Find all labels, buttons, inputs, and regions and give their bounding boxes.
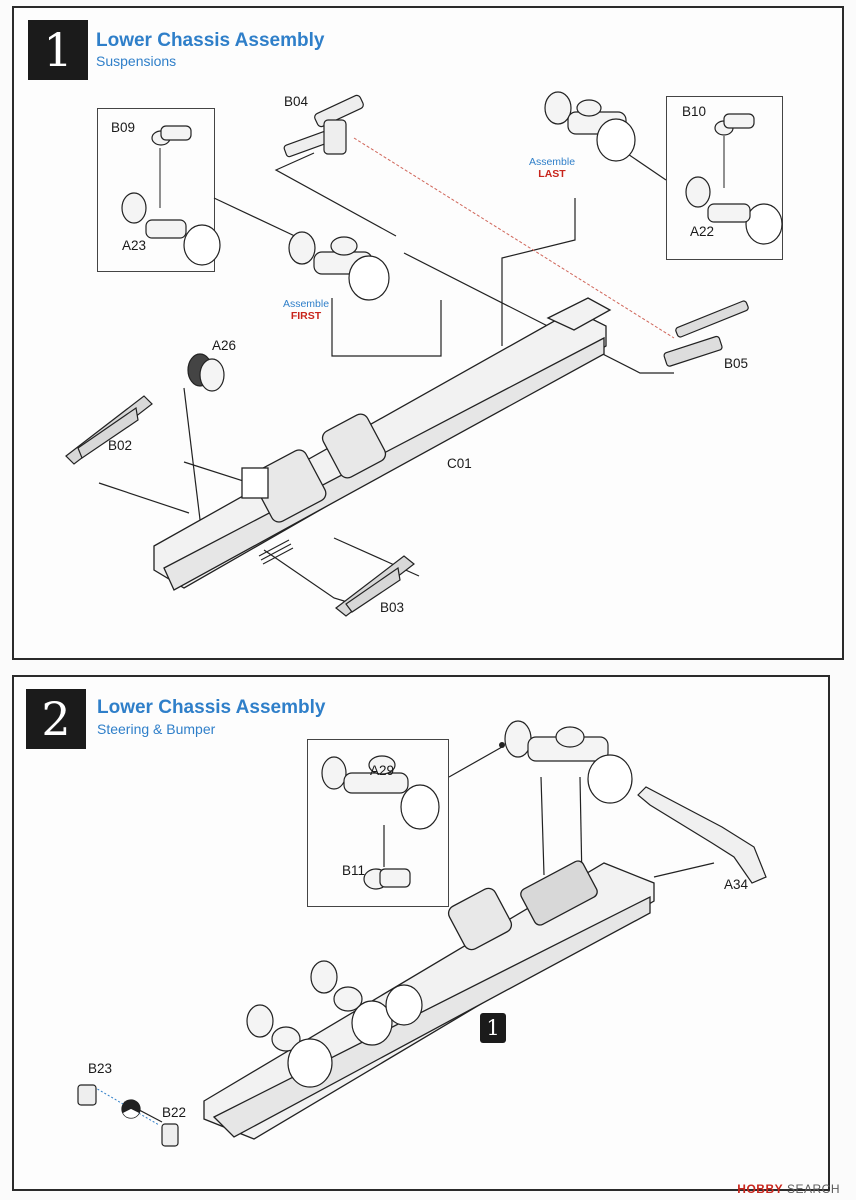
- part-label-b09: B09: [111, 120, 136, 135]
- part-label-a22: A22: [690, 224, 715, 239]
- note-last-line2: LAST: [538, 168, 566, 180]
- part-label-c01: C01: [447, 456, 472, 471]
- part-label-b05: B05: [724, 356, 749, 371]
- note-first-line1: Assemble: [282, 298, 330, 310]
- watermark-logo: HOBBY: [737, 1182, 784, 1196]
- step-title: Lower Chassis Assembly: [97, 697, 326, 718]
- assemble-first-note: Assemble FIRST: [280, 298, 332, 322]
- part-label-b11: B11: [342, 863, 366, 878]
- part-label-a23: A23: [122, 238, 147, 253]
- part-label-b23: B23: [88, 1061, 113, 1076]
- hobby-search-watermark: HOBBY SEARCH: [737, 1182, 840, 1196]
- watermark-text: SEARCH: [786, 1182, 840, 1196]
- step-subtitle: Steering & Bumper: [97, 721, 216, 737]
- step-2-panel: 2 Lower Chassis Assembly Steering & Bump…: [12, 675, 830, 1191]
- part-label-a26: A26: [212, 338, 237, 353]
- part-label-b10: B10: [682, 104, 707, 119]
- step-number: 2: [26, 689, 86, 749]
- note-last-line1: Assemble: [528, 156, 576, 168]
- step-1-panel: 1 Lower Chassis Assembly Suspensions: [12, 6, 844, 660]
- part-label-a29: A29: [370, 763, 395, 778]
- step-title: Lower Chassis Assembly: [96, 30, 325, 51]
- part-label-b03: B03: [380, 600, 405, 615]
- step-2-diagram: [77, 720, 767, 1147]
- assemble-last-note: Assemble LAST: [526, 156, 578, 180]
- part-label-b22: B22: [162, 1105, 187, 1120]
- part-label-b04: B04: [284, 94, 309, 109]
- note-first-line2: FIRST: [290, 310, 322, 322]
- step-subtitle: Suspensions: [96, 53, 177, 69]
- glue-warning-icon: [121, 1099, 141, 1119]
- part-label-a34: A34: [724, 877, 749, 892]
- step-reference-badge: 1: [480, 1013, 506, 1043]
- part-label-b02: B02: [108, 438, 133, 453]
- step-number: 1: [28, 20, 88, 80]
- step-1-diagram: [65, 91, 783, 617]
